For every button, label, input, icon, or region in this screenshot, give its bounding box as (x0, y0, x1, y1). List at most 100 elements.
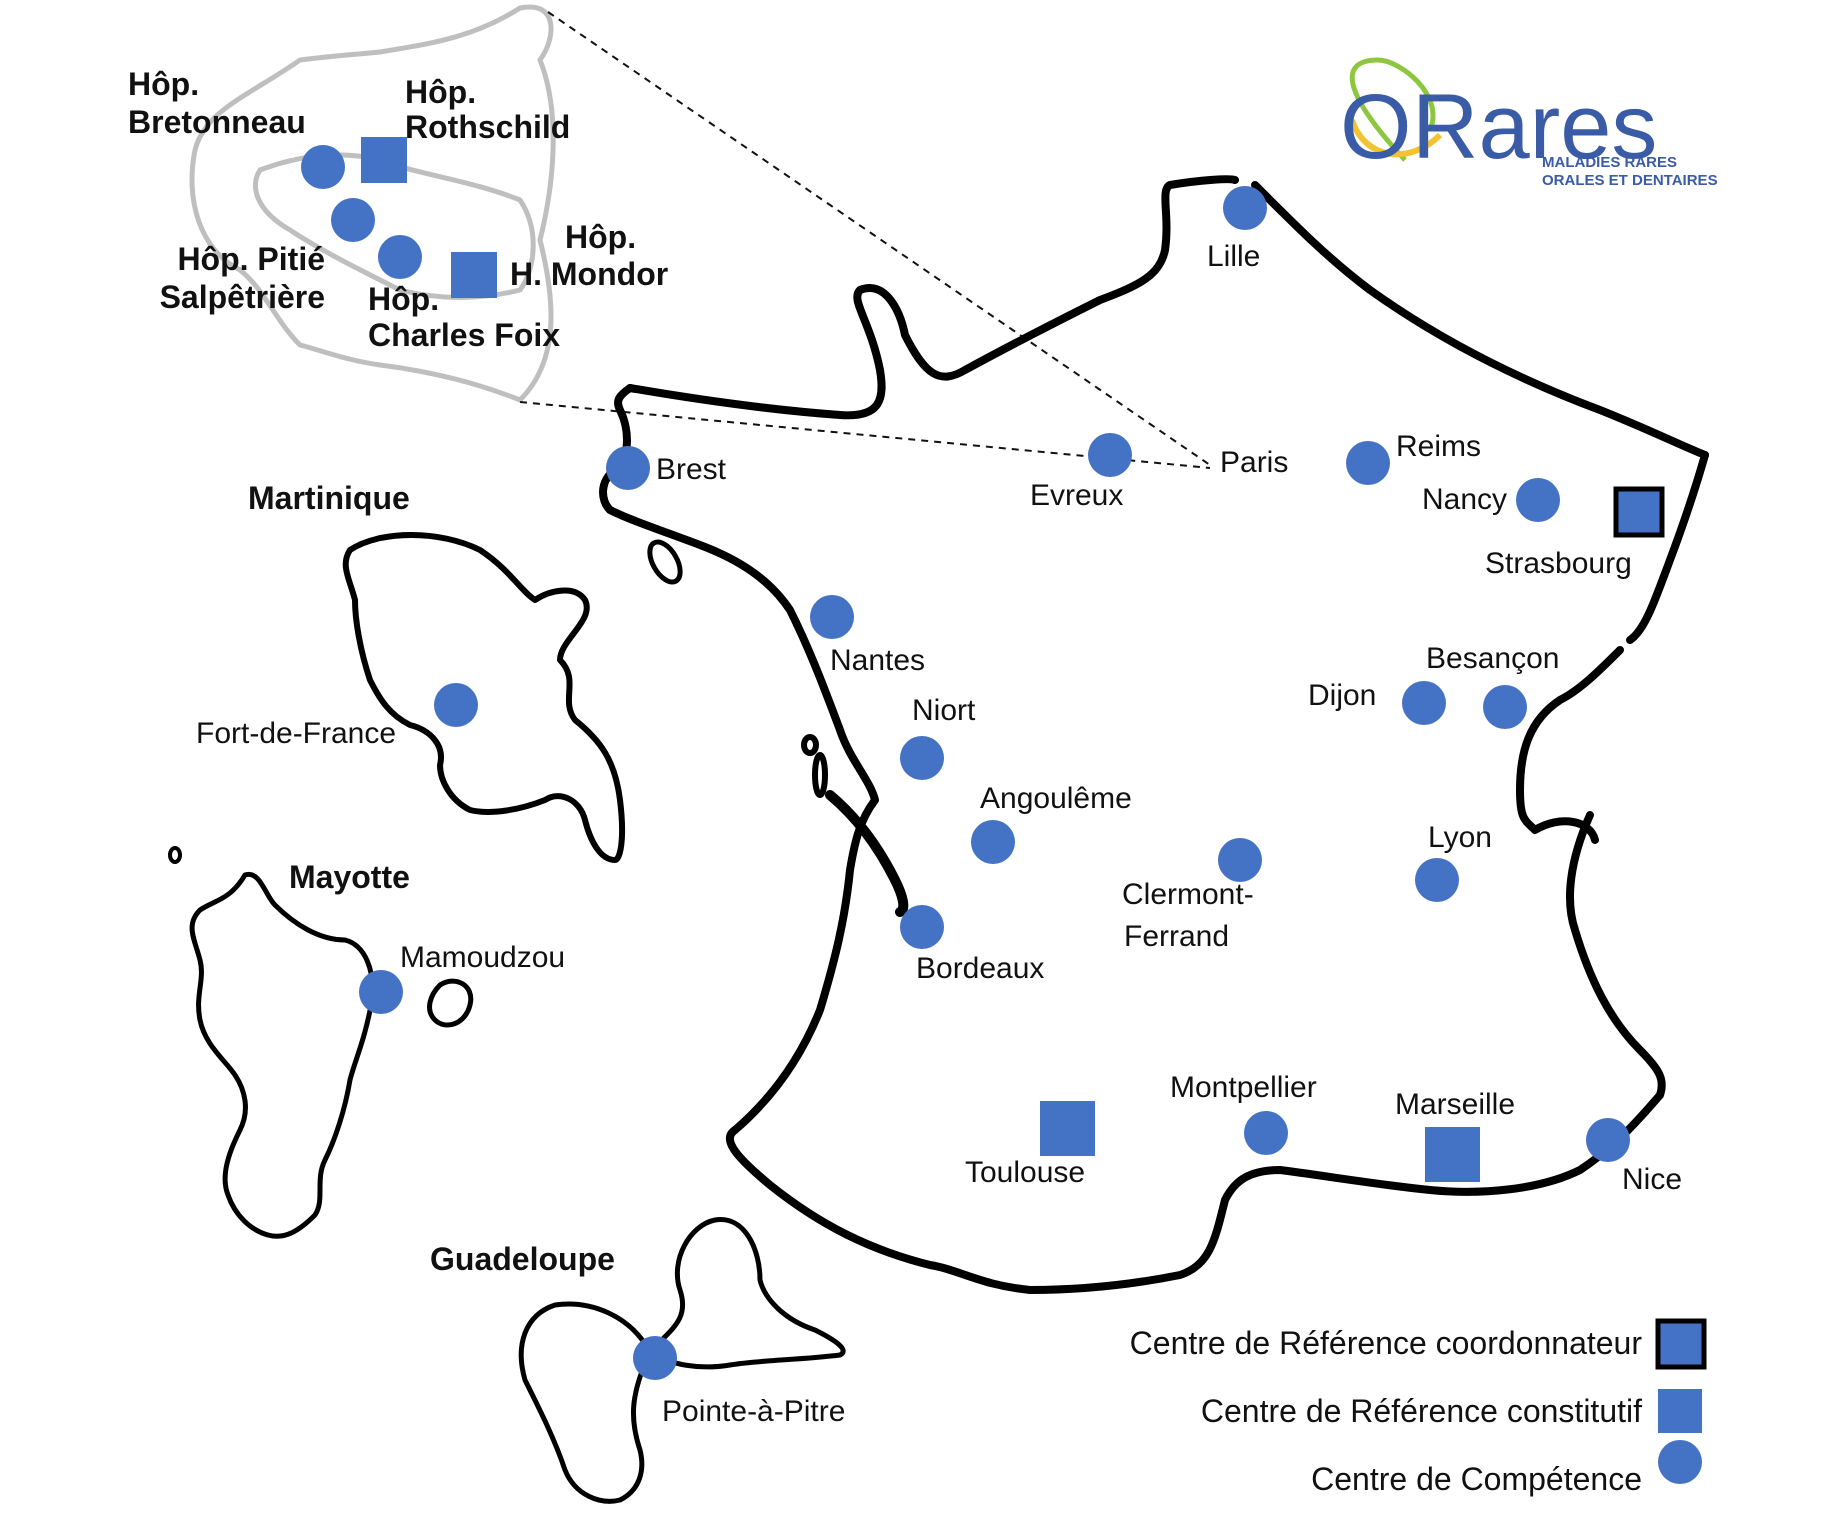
marker-besancon (1483, 685, 1527, 729)
label-reims: Reims (1396, 430, 1481, 463)
border-east-jura (1516, 646, 1624, 844)
marker-reims (1346, 441, 1390, 485)
marker-nice (1586, 1118, 1630, 1162)
label-marseille: Marseille (1395, 1088, 1515, 1121)
france-outline (599, 175, 1709, 1294)
marker-montpellier (1244, 1111, 1288, 1155)
label-nancy: Nancy (1422, 483, 1507, 516)
marker-toulouse (1040, 1101, 1095, 1156)
coast-north-channel (626, 175, 1239, 420)
mainland-markers (606, 186, 1665, 1182)
marker-lyon (1415, 858, 1459, 902)
label-fort-de-france: Fort-de-France (196, 717, 396, 750)
marker-mamoudzou (359, 970, 403, 1014)
label-martinique: Martinique (248, 480, 410, 516)
label-guadeloupe: Guadeloupe (430, 1241, 615, 1277)
marker-rothschild (361, 137, 407, 183)
mayotte-islet (168, 846, 182, 864)
basse-terre-outline (518, 1301, 653, 1504)
mayotte: Mayotte Mamoudzou (168, 846, 565, 1239)
label-rothschild-1: Hôp. (405, 74, 476, 110)
legend-coordinator-icon (1655, 1318, 1707, 1370)
marker-clermont (1218, 838, 1262, 882)
marker-brest (606, 446, 650, 490)
border-northeast (1251, 181, 1709, 459)
label-mondor-1: Hôp. (565, 219, 636, 255)
label-lyon: Lyon (1428, 821, 1492, 854)
label-mamoudzou: Mamoudzou (400, 941, 565, 974)
marker-evreux (1088, 433, 1132, 477)
marker-bordeaux (900, 905, 944, 949)
logo-o-arc (1349, 57, 1436, 162)
martinique-outline (342, 532, 626, 863)
mainland-labels: Lille Brest Evreux Paris Reims Nancy Str… (656, 240, 1682, 1196)
marker-nantes (810, 595, 854, 639)
marker-strasbourg (1613, 486, 1665, 538)
label-mayotte: Mayotte (289, 859, 410, 895)
martinique: Martinique Fort-de-France (196, 480, 626, 863)
label-nantes: Nantes (830, 644, 925, 677)
label-pointe-a-pitre: Pointe-à-Pitre (662, 1395, 845, 1428)
marker-charles-foix (378, 235, 422, 279)
label-evreux: Evreux (1030, 479, 1123, 512)
logo-tagline-1: MALADIES RARES (1542, 154, 1677, 171)
label-clermont-2: Ferrand (1124, 920, 1229, 953)
label-niort: Niort (912, 694, 976, 727)
marker-marseille (1425, 1127, 1480, 1182)
label-clermont-1: Clermont- (1122, 878, 1254, 911)
petite-terre-outline (427, 978, 474, 1028)
label-paris: Paris (1220, 446, 1288, 479)
label-bretonneau-2: Bretonneau (128, 104, 306, 140)
marker-lille (1223, 186, 1267, 230)
label-mondor-2: H. Mondor (510, 256, 668, 292)
label-pitie-1: Hôp. Pitié (177, 241, 325, 277)
guadeloupe: Guadeloupe Pointe-à-Pitre (430, 1217, 846, 1504)
legend: Centre de Référence coordonnateur Centre… (1130, 1318, 1707, 1497)
label-pitie-2: Salpêtrière (160, 279, 325, 315)
orares-logo: O Rares MALADIES RARES ORALES ET DENTAIR… (1340, 57, 1718, 189)
logo-rares: Rares (1412, 76, 1657, 178)
border-east-alps (1566, 811, 1666, 1099)
legend-constitutive-icon (1658, 1389, 1702, 1433)
mayotte-outline (189, 871, 376, 1239)
border-east (1626, 451, 1709, 644)
label-angouleme: Angoulême (980, 782, 1132, 815)
marker-angouleme (971, 820, 1015, 864)
legend-competence-icon (1658, 1440, 1702, 1484)
label-brest: Brest (656, 453, 727, 486)
label-charles-foix-2: Charles Foix (368, 317, 560, 353)
marker-pitie (331, 198, 375, 242)
belle-ile (647, 539, 683, 585)
label-toulouse: Toulouse (965, 1156, 1085, 1189)
coast-south-mediterranean (726, 1091, 1664, 1294)
inset-leader-line-top (547, 11, 1211, 466)
label-nice: Nice (1622, 1163, 1682, 1196)
gironde-estuary (825, 790, 909, 917)
label-montpellier: Montpellier (1170, 1071, 1317, 1104)
marker-mondor (451, 252, 497, 298)
marker-dijon (1402, 681, 1446, 725)
paris-inset: Hôp. Bretonneau Hôp. Rothschild Hôp. Pit… (128, 4, 1211, 469)
logo-smile-arc (1349, 118, 1443, 158)
label-charles-foix-1: Hôp. (368, 281, 439, 317)
label-besancon: Besançon (1426, 642, 1559, 675)
inset-outline-outer (189, 4, 556, 403)
ile-oleron (812, 752, 828, 798)
label-bretonneau-1: Hôp. (128, 66, 199, 102)
marker-niort (900, 736, 944, 780)
grande-terre-outline (647, 1217, 846, 1370)
label-rothschild-2: Rothschild (405, 109, 570, 145)
label-lille: Lille (1207, 240, 1260, 273)
coast-west-atlantic (599, 384, 879, 1134)
marker-pointe-a-pitre (633, 1336, 677, 1380)
marker-nancy (1516, 478, 1560, 522)
marker-bretonneau (301, 145, 345, 189)
logo-o: O (1340, 76, 1412, 178)
logo-tagline-2: ORALES ET DENTAIRES (1542, 172, 1718, 189)
ile-re (801, 734, 819, 756)
label-bordeaux: Bordeaux (916, 952, 1044, 985)
legend-coordinator-label: Centre de Référence coordonnateur (1130, 1325, 1643, 1361)
legend-competence-label: Centre de Compétence (1311, 1461, 1642, 1497)
legend-constitutive-label: Centre de Référence constitutif (1201, 1393, 1642, 1429)
